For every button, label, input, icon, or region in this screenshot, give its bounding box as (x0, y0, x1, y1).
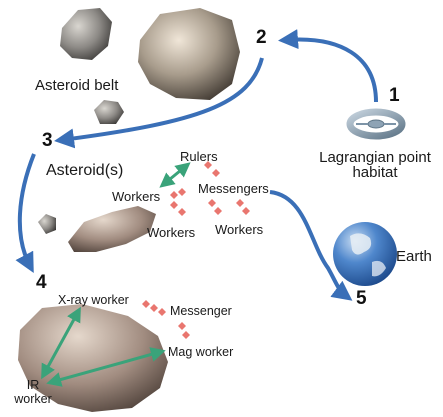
step-1: 1 (389, 86, 400, 105)
step-4: 4 (36, 273, 47, 292)
label-mag-worker: Mag worker (168, 346, 233, 359)
flow-arrow-1-to-2 (286, 40, 376, 102)
rulers-workers-link (164, 166, 186, 184)
label-asteroid-belt: Asteroid belt (35, 78, 118, 93)
label-asteroids: Asteroid(s) (46, 163, 123, 179)
asteroid-pebble (38, 214, 56, 234)
label-xray-worker: X-ray worker (58, 294, 129, 307)
label-lagrangian-line1: Lagrangian point (302, 150, 443, 165)
label-earth: Earth (396, 249, 432, 264)
flow-arrow-3-to-4 (20, 154, 34, 266)
label-messenger: Messenger (170, 305, 232, 318)
asteroid-large-top (138, 8, 240, 100)
earth-icon (333, 222, 397, 286)
label-workers-left: Workers (112, 190, 160, 203)
step-3: 3 (42, 131, 53, 150)
asteroid-middle (68, 206, 156, 252)
habitat-icon (350, 112, 402, 136)
label-workers-bottom-right: Workers (215, 223, 263, 236)
label-lagrangian-line2: habitat (302, 165, 443, 180)
label-workers-bottom-left: Workers (147, 226, 195, 239)
asteroid-small-top (60, 8, 112, 60)
step-2: 2 (256, 28, 267, 47)
step-5: 5 (356, 289, 367, 308)
asteroid-tiny-belt (94, 100, 124, 124)
label-rulers: Rulers (180, 150, 218, 163)
flow-arrow-to-5 (270, 192, 346, 296)
label-ir-line1: IR (10, 379, 56, 392)
label-messengers: Messengers (198, 182, 269, 195)
label-ir-line2: worker (10, 393, 56, 406)
